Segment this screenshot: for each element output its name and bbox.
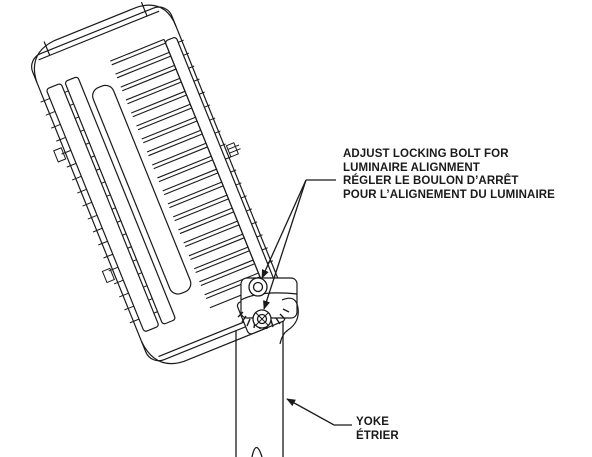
lower-locking-bolt — [252, 309, 272, 329]
yoke-callout: YOKE ÉTRIER — [356, 416, 399, 443]
locking-bolt-callout-line-1: ADJUST LOCKING BOLT FOR — [343, 148, 509, 160]
yoke-arm — [235, 317, 284, 457]
locking-bolt-callout-line-3: RÉGLER LE BOULON D’ARRÊT — [343, 175, 519, 187]
yoke-leader — [286, 398, 352, 426]
fin-tips — [177, 39, 274, 264]
locking-bolt-callout: ADJUST LOCKING BOLT FOR LUMINAIRE ALIGNM… — [343, 148, 555, 202]
side-bolts — [53, 142, 241, 284]
yoke-callout-line-2: ÉTRIER — [356, 429, 399, 442]
locking-bolt-callout-line-2: LUMINAIRE ALIGNMENT — [343, 161, 480, 174]
locking-bolt-leaders — [261, 179, 336, 310]
left-fin-stubs — [40, 90, 158, 324]
locking-bolt-callout-line-4: POUR L’ALIGNEMENT DU LUMINAIRE — [343, 188, 555, 201]
pivot-hub — [237, 277, 299, 345]
yoke-callout-line-1: YOKE — [356, 416, 389, 428]
cooling-fins — [110, 38, 265, 309]
housing-slot — [92, 84, 192, 295]
upper-locking-bolt — [248, 277, 268, 297]
